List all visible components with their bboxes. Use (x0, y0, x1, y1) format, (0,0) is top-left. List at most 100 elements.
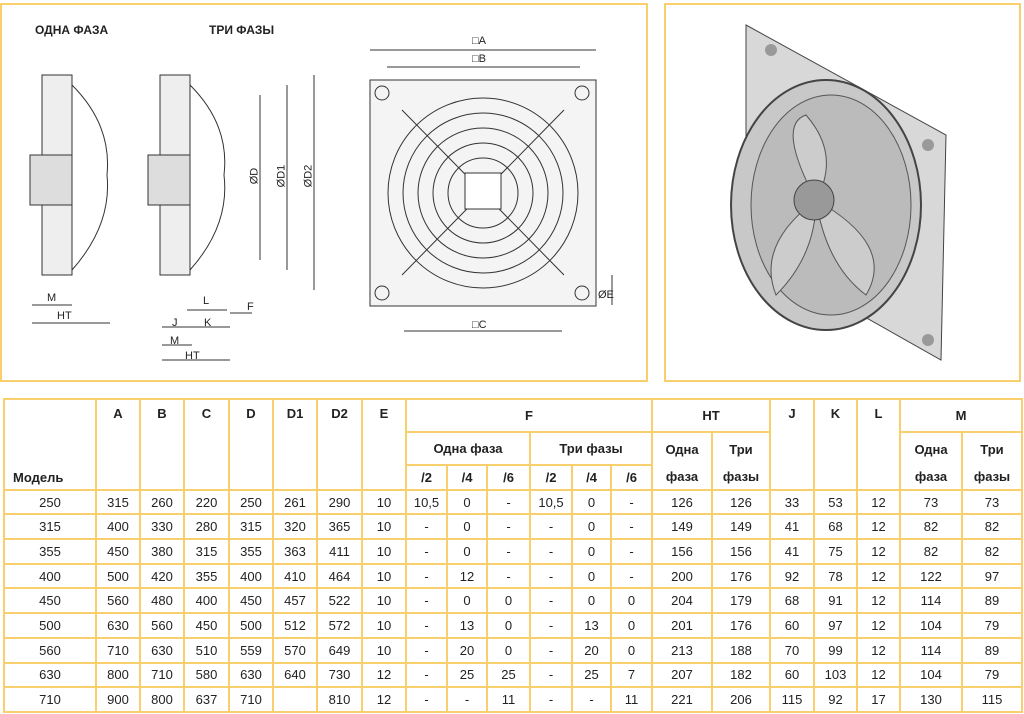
value-cell: 114 (899, 636, 963, 664)
value-cell: 630 (95, 612, 141, 639)
value-cell: - (405, 661, 448, 689)
value-cell: 10,5 (405, 488, 448, 516)
value-cell: 10,5 (529, 488, 573, 516)
value-cell: 92 (769, 562, 815, 590)
value-cell: 82 (961, 513, 1023, 541)
header-e: E (361, 398, 407, 491)
value-cell: 97 (961, 562, 1023, 590)
value-cell: 570 (272, 636, 318, 664)
value-cell: - (529, 661, 573, 689)
value-cell: 365 (316, 513, 363, 541)
value-cell: 315 (95, 488, 141, 516)
value-cell: 89 (961, 636, 1023, 664)
value-cell: 560 (95, 587, 141, 615)
value-cell: 60 (769, 661, 815, 689)
value-cell: 450 (95, 538, 141, 565)
value-cell: - (571, 686, 612, 713)
value-cell: 220 (183, 488, 230, 516)
value-cell: 149 (651, 513, 713, 541)
table-header-row-2: Одна фаза Три фазы Одна Три Одна Три (4, 431, 1023, 466)
value-cell: 33 (769, 488, 815, 516)
value-cell: 810 (316, 686, 363, 713)
value-cell: 411 (316, 538, 363, 565)
value-cell: 91 (813, 587, 858, 615)
value-cell: 420 (139, 562, 185, 590)
model-cell: 500 (3, 612, 97, 639)
value-cell: 99 (813, 636, 858, 664)
value-cell: 0 (446, 587, 488, 615)
value-cell: 630 (228, 661, 274, 689)
value-cell: - (610, 513, 653, 541)
value-cell: 12 (856, 538, 901, 565)
dimensions-table: Модель A B C D D1 D2 E F HT J K L M Одна… (3, 398, 1023, 713)
value-cell: 0 (571, 587, 612, 615)
value-cell: 12 (856, 488, 901, 516)
table-header-row-1: Модель A B C D D1 D2 E F HT J K L M (3, 398, 1023, 491)
value-cell: 53 (813, 488, 858, 516)
dim-l: L (203, 295, 210, 307)
value-cell: - (486, 488, 531, 516)
value-cell: 122 (899, 562, 963, 590)
value-cell: 400 (95, 513, 141, 541)
value-cell: 179 (711, 587, 771, 615)
header-f: F (405, 398, 653, 433)
header-m: M (899, 398, 1023, 433)
value-cell: 156 (711, 538, 771, 565)
value-cell: 25 (446, 661, 488, 689)
value-cell: 710 (95, 636, 141, 664)
value-cell: 25 (571, 661, 612, 689)
value-cell: 560 (139, 612, 185, 639)
value-cell: 126 (711, 488, 771, 516)
value-cell: 68 (769, 587, 815, 615)
header-ht-three-phase: фазы (711, 465, 771, 491)
value-cell: 41 (769, 538, 815, 565)
value-cell: 10 (361, 612, 407, 639)
value-cell: 82 (961, 538, 1023, 565)
value-cell: 13 (446, 612, 488, 639)
value-cell: - (405, 686, 448, 713)
value-cell: 510 (183, 636, 230, 664)
value-cell: 10 (361, 562, 407, 590)
value-cell: - (405, 636, 448, 664)
header-j: J (769, 398, 815, 491)
value-cell: 580 (183, 661, 230, 689)
value-cell: 10 (361, 636, 407, 664)
value-cell: 12 (856, 587, 901, 615)
value-cell: 20 (446, 636, 488, 664)
value-cell: 522 (316, 587, 363, 615)
value-cell: - (529, 612, 573, 639)
value-cell: 114 (899, 587, 963, 615)
value-cell: 17 (856, 686, 901, 713)
value-cell: 450 (228, 587, 274, 615)
value-cell: 204 (651, 587, 713, 615)
value-cell: 0 (446, 513, 488, 541)
value-cell: 355 (228, 538, 274, 565)
value-cell: 0 (571, 538, 612, 565)
value-cell: 12 (856, 562, 901, 590)
value-cell: 10 (361, 513, 407, 541)
value-cell: 480 (139, 587, 185, 615)
value-cell: 213 (651, 636, 713, 664)
value-cell: 12 (856, 661, 901, 689)
header-f-one-phase: Одна фаза (405, 431, 531, 466)
dim-m-one: M (47, 292, 57, 304)
value-cell: 800 (139, 686, 185, 713)
header-d1: D1 (272, 398, 318, 491)
value-cell: 188 (711, 636, 771, 664)
value-cell: 41 (769, 513, 815, 541)
value-cell: 82 (899, 513, 963, 541)
value-cell: - (486, 538, 531, 565)
value-cell: 221 (651, 686, 713, 713)
value-cell: 290 (316, 488, 363, 516)
value-cell: 20 (571, 636, 612, 664)
value-cell: 13 (571, 612, 612, 639)
value-cell: 457 (272, 587, 318, 615)
value-cell: 260 (139, 488, 185, 516)
value-cell: 206 (711, 686, 771, 713)
value-cell: 315 (183, 538, 230, 565)
